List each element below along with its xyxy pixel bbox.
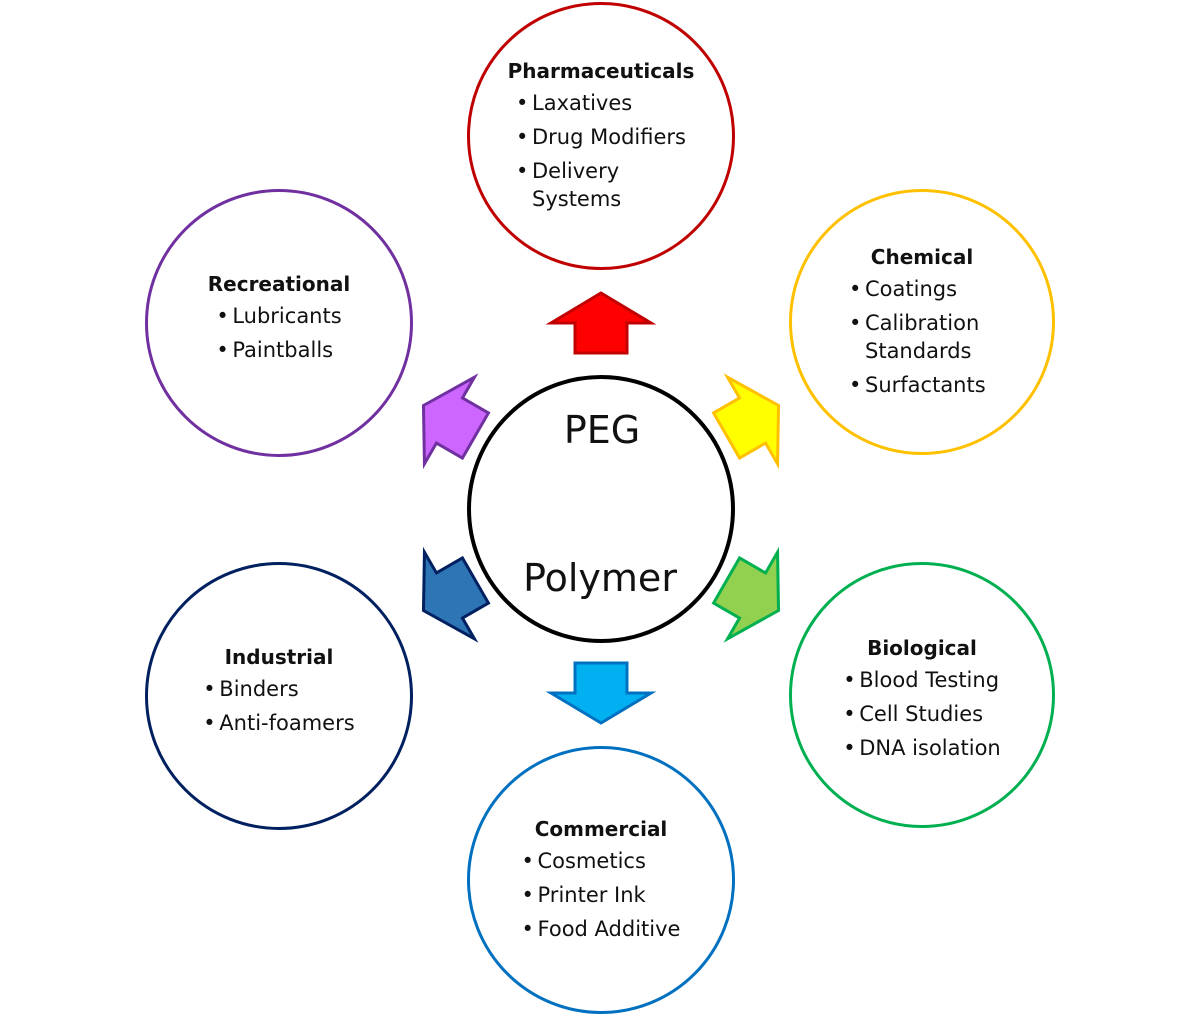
node-item: •Cell Studies (843, 700, 1000, 728)
node-item-text: Coatings (865, 277, 958, 301)
node-chemical: Chemical •Coatings •Calibration Standard… (789, 189, 1055, 455)
bullet-icon: • (521, 917, 534, 941)
bullet-icon: • (521, 849, 534, 873)
node-item: •Surfactants (849, 371, 995, 399)
node-item-text: Anti-foamers (219, 711, 355, 735)
node-commercial: Commercial •Cosmetics •Printer Ink •Food… (467, 746, 735, 1014)
node-item: •Coatings (849, 275, 995, 303)
arrow-industrial-icon (421, 546, 491, 643)
node-item-text: Paintballs (232, 338, 334, 362)
node-item: •Food Additive (522, 915, 681, 943)
bullet-icon: • (203, 677, 216, 701)
center-node-peg-polymer (467, 375, 735, 643)
node-item-text: Lubricants (232, 304, 342, 328)
node-title: Recreational (207, 272, 351, 296)
node-item-list: •Cosmetics •Printer Ink •Food Additive (522, 847, 681, 943)
node-item: •Blood Testing (843, 666, 1000, 694)
node-item: •Calibration Standards (849, 309, 995, 365)
node-recreational: Recreational •Lubricants •Paintballs (145, 189, 413, 457)
node-item: •Laxatives (516, 89, 686, 117)
bullet-icon: • (843, 668, 856, 692)
bullet-icon: • (849, 277, 862, 301)
node-title: Biological (867, 636, 977, 660)
bullet-icon: • (849, 373, 862, 397)
arrow-chemical-icon (711, 373, 781, 470)
node-title: Commercial (534, 817, 668, 841)
bullet-icon: • (216, 304, 229, 328)
node-title: Industrial (224, 645, 334, 669)
arrow-commercial-icon (545, 661, 657, 725)
node-pharmaceuticals: Pharmaceuticals •Laxatives •Drug Modifie… (467, 2, 735, 270)
node-item-text: Drug Modifiers (532, 125, 686, 149)
node-item-text: Binders (219, 677, 299, 701)
bullet-icon: • (216, 338, 229, 362)
arrow-biological-icon (711, 546, 781, 643)
node-item: •Anti-foamers (203, 709, 354, 737)
bullet-icon: • (521, 883, 534, 907)
node-item: •Binders (203, 675, 354, 703)
bullet-icon: • (843, 702, 856, 726)
arrow-pharmaceuticals-icon (545, 291, 657, 355)
bullet-icon: • (516, 125, 529, 149)
node-item: •Paintballs (216, 336, 341, 364)
node-title: Pharmaceuticals (507, 59, 695, 83)
node-item-list: •Blood Testing •Cell Studies •DNA isolat… (843, 666, 1000, 762)
node-item-text: Calibration Standards (865, 311, 980, 363)
node-item: •Cosmetics (522, 847, 681, 875)
node-item-list: •Binders •Anti-foamers (203, 675, 354, 737)
bullet-icon: • (843, 736, 856, 760)
node-title: Chemical (870, 245, 974, 269)
node-item-text: Surfactants (865, 373, 986, 397)
node-item-text: DNA isolation (859, 736, 1001, 760)
node-item: •DNA isolation (843, 734, 1000, 762)
node-item-text: Blood Testing (859, 668, 1000, 692)
bullet-icon: • (203, 711, 216, 735)
bullet-icon: • (849, 311, 862, 335)
node-industrial: Industrial •Binders •Anti-foamers (145, 562, 413, 830)
node-item: •Lubricants (216, 302, 341, 330)
node-item: •Printer Ink (522, 881, 681, 909)
bullet-icon: • (516, 159, 529, 183)
node-item-text: Cell Studies (859, 702, 984, 726)
node-item: •Delivery Systems (516, 157, 642, 213)
node-item-text: Cosmetics (537, 849, 646, 873)
node-item: •Drug Modifiers (516, 123, 686, 151)
bullet-icon: • (516, 91, 529, 115)
node-item-list: •Laxatives •Drug Modifiers •Delivery Sys… (516, 89, 686, 213)
node-item-list: •Coatings •Calibration Standards •Surfac… (849, 275, 995, 399)
node-item-text: Laxatives (532, 91, 633, 115)
node-item-list: •Lubricants •Paintballs (216, 302, 341, 364)
arrow-recreational-icon (421, 373, 491, 470)
center-label-bottom: Polymer (523, 556, 677, 600)
node-item-text: Printer Ink (537, 883, 646, 907)
node-biological: Biological •Blood Testing •Cell Studies … (789, 562, 1055, 828)
center-label-top: PEG (563, 408, 641, 452)
node-item-text: Delivery Systems (532, 159, 622, 211)
node-item-text: Food Additive (537, 917, 681, 941)
